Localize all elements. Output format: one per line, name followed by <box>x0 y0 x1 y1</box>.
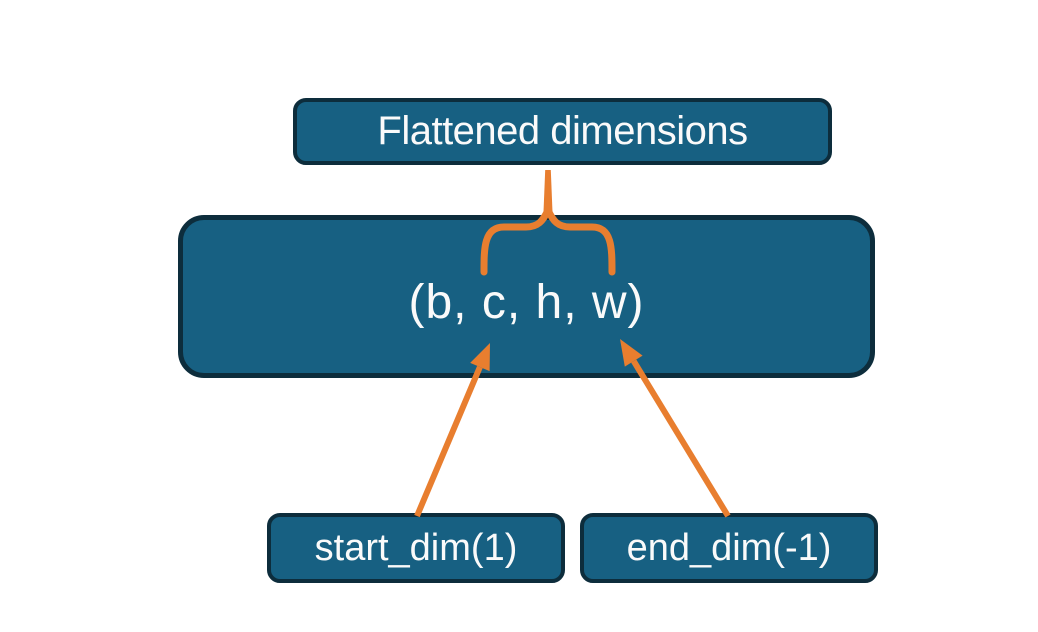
start-dim-arrow-shaft <box>414 365 483 518</box>
node-flattened-dimensions: Flattened dimensions <box>293 98 832 165</box>
brace-stem-connector <box>543 170 553 212</box>
node-tensor-shape: (b, c, h, w) <box>178 215 875 378</box>
node-tensor-shape-label: (b, c, h, w) <box>408 276 645 329</box>
end-dim-arrow-shaft <box>631 359 731 518</box>
node-start-dim: start_dim(1) <box>267 513 565 583</box>
node-start-dim-label: start_dim(1) <box>314 526 518 569</box>
node-end-dim-label: end_dim(-1) <box>626 526 832 569</box>
node-flattened-dimensions-label: Flattened dimensions <box>377 109 748 153</box>
node-end-dim: end_dim(-1) <box>580 513 878 583</box>
